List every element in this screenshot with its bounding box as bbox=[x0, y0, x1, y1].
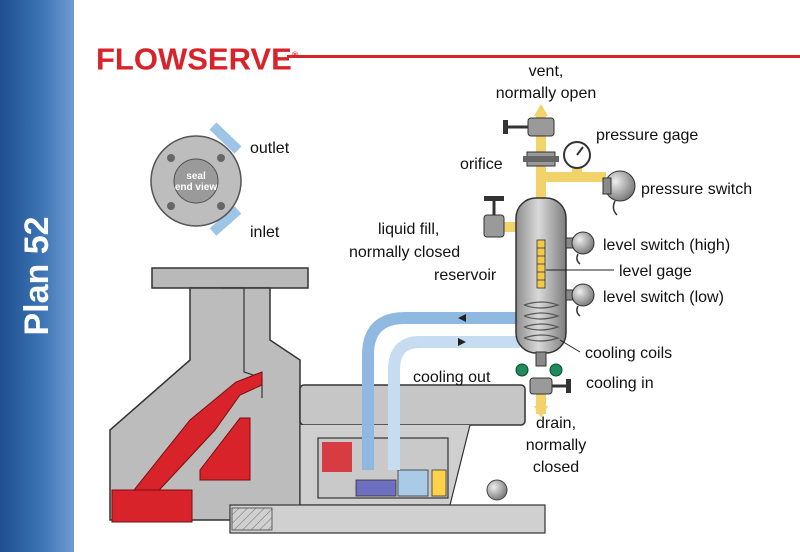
level-switch-low-body bbox=[571, 283, 595, 307]
pressure-switch-wire bbox=[612, 200, 618, 216]
pressure-gage-needle bbox=[576, 146, 584, 156]
plan-title: Plan 52 bbox=[18, 216, 56, 336]
liquid-fill-label-line2: normally closed bbox=[349, 244, 460, 261]
flow-arrow bbox=[458, 314, 466, 322]
bearing-ball bbox=[486, 479, 508, 501]
drain-valve-body bbox=[529, 377, 553, 395]
drain-pipe bbox=[536, 392, 546, 414]
outlet-label: outlet bbox=[250, 140, 290, 157]
drain-valve bbox=[529, 377, 571, 395]
drain-label-line1: drain, bbox=[536, 415, 576, 432]
pressure-gage bbox=[563, 141, 591, 169]
vent-valve-handle bbox=[503, 120, 508, 134]
cooling-in-label: cooling in bbox=[586, 375, 654, 392]
fill-valve-handle bbox=[484, 196, 504, 201]
sidebar-panel: Plan 52 bbox=[0, 0, 74, 552]
bearing-bracket bbox=[299, 384, 526, 426]
drain-label-line3: closed bbox=[533, 459, 579, 476]
flowserve-logo: FLOWSERVE® bbox=[96, 38, 298, 76]
reservoir-vessel bbox=[515, 197, 567, 367]
inlet-port-line bbox=[209, 206, 242, 236]
orifice-plate bbox=[523, 156, 559, 162]
cooling-connections bbox=[515, 363, 563, 377]
seal-end-view: seal end view outlet inlet bbox=[150, 122, 290, 241]
impeller-hub bbox=[199, 417, 251, 481]
plan-52-diagram: seal end view outlet inlet bbox=[109, 63, 752, 534]
logo-text: FLOWSERVE bbox=[96, 41, 292, 77]
impeller-front bbox=[124, 371, 263, 501]
rotating-seal-face bbox=[355, 479, 397, 497]
drain-valve-handle bbox=[566, 379, 571, 393]
outlet-port-line bbox=[209, 122, 242, 154]
level-switch-high-label: level switch (high) bbox=[603, 237, 730, 254]
pressure-switch-fitting bbox=[602, 177, 612, 195]
discharge-flange bbox=[151, 267, 309, 289]
gland-bolt bbox=[217, 202, 225, 210]
level-switch-low-label: level switch (low) bbox=[603, 289, 724, 306]
cooling-coils-label: cooling coils bbox=[585, 345, 672, 362]
seal-end-view-line1: seal bbox=[186, 171, 206, 182]
liquid-fill-valve bbox=[483, 196, 523, 238]
seal-spring bbox=[431, 469, 447, 497]
drain-label-line2: normally bbox=[526, 437, 586, 454]
gland-bolt bbox=[217, 154, 225, 162]
inlet-label: inlet bbox=[250, 224, 280, 241]
pressure-gage-label: pressure gage bbox=[596, 127, 698, 144]
vent-arrow bbox=[534, 104, 548, 116]
mechanical-seal bbox=[317, 437, 449, 499]
pressure-switch bbox=[602, 170, 636, 216]
pressure-branch-pipe bbox=[546, 172, 606, 182]
shaft bbox=[229, 504, 546, 534]
barrier-fluid-lines bbox=[362, 312, 520, 470]
header-rule bbox=[287, 55, 800, 58]
component-labels: vent, normally open pressure gage orific… bbox=[349, 63, 752, 476]
shaft-thread bbox=[231, 507, 273, 531]
reservoir-outlet-nozzle bbox=[535, 351, 547, 367]
liquid-fill-label-line1: liquid fill, bbox=[378, 221, 439, 238]
drain-arrow bbox=[534, 406, 548, 418]
cooling-out-label: cooling out bbox=[413, 369, 491, 386]
outlet-line-to-reservoir bbox=[362, 312, 520, 470]
seal-bore bbox=[173, 158, 219, 204]
leader-lines bbox=[546, 269, 614, 353]
inboard-seal-face bbox=[322, 442, 352, 472]
vent-label-line1: vent, bbox=[529, 63, 564, 80]
vent-valve-body bbox=[527, 117, 555, 137]
outboard-seal-face bbox=[397, 469, 429, 497]
inlet-line-from-reservoir bbox=[388, 336, 520, 470]
cooling-in-valve bbox=[549, 363, 563, 377]
flow-arrow bbox=[458, 338, 466, 346]
reservoir-label: reservoir bbox=[434, 267, 497, 284]
impeller-eye bbox=[111, 489, 193, 523]
vent-label-line2: normally open bbox=[496, 85, 597, 102]
pressure-switch-label: pressure switch bbox=[641, 181, 752, 198]
orifice bbox=[523, 151, 559, 167]
level-gage-label: level gage bbox=[619, 263, 692, 280]
gland-bolt bbox=[167, 202, 175, 210]
cooling-out-valve bbox=[515, 363, 529, 377]
level-switches bbox=[565, 231, 595, 317]
cooling-coil-windings bbox=[523, 301, 560, 342]
level-switch-high-body bbox=[571, 231, 595, 255]
fill-pipe bbox=[503, 222, 523, 232]
fill-valve-body bbox=[483, 214, 505, 238]
orifice-label: orifice bbox=[460, 156, 503, 173]
vent-valve bbox=[503, 117, 555, 137]
seal-end-view-line2: end view bbox=[175, 182, 217, 193]
gland-bolt bbox=[167, 154, 175, 162]
